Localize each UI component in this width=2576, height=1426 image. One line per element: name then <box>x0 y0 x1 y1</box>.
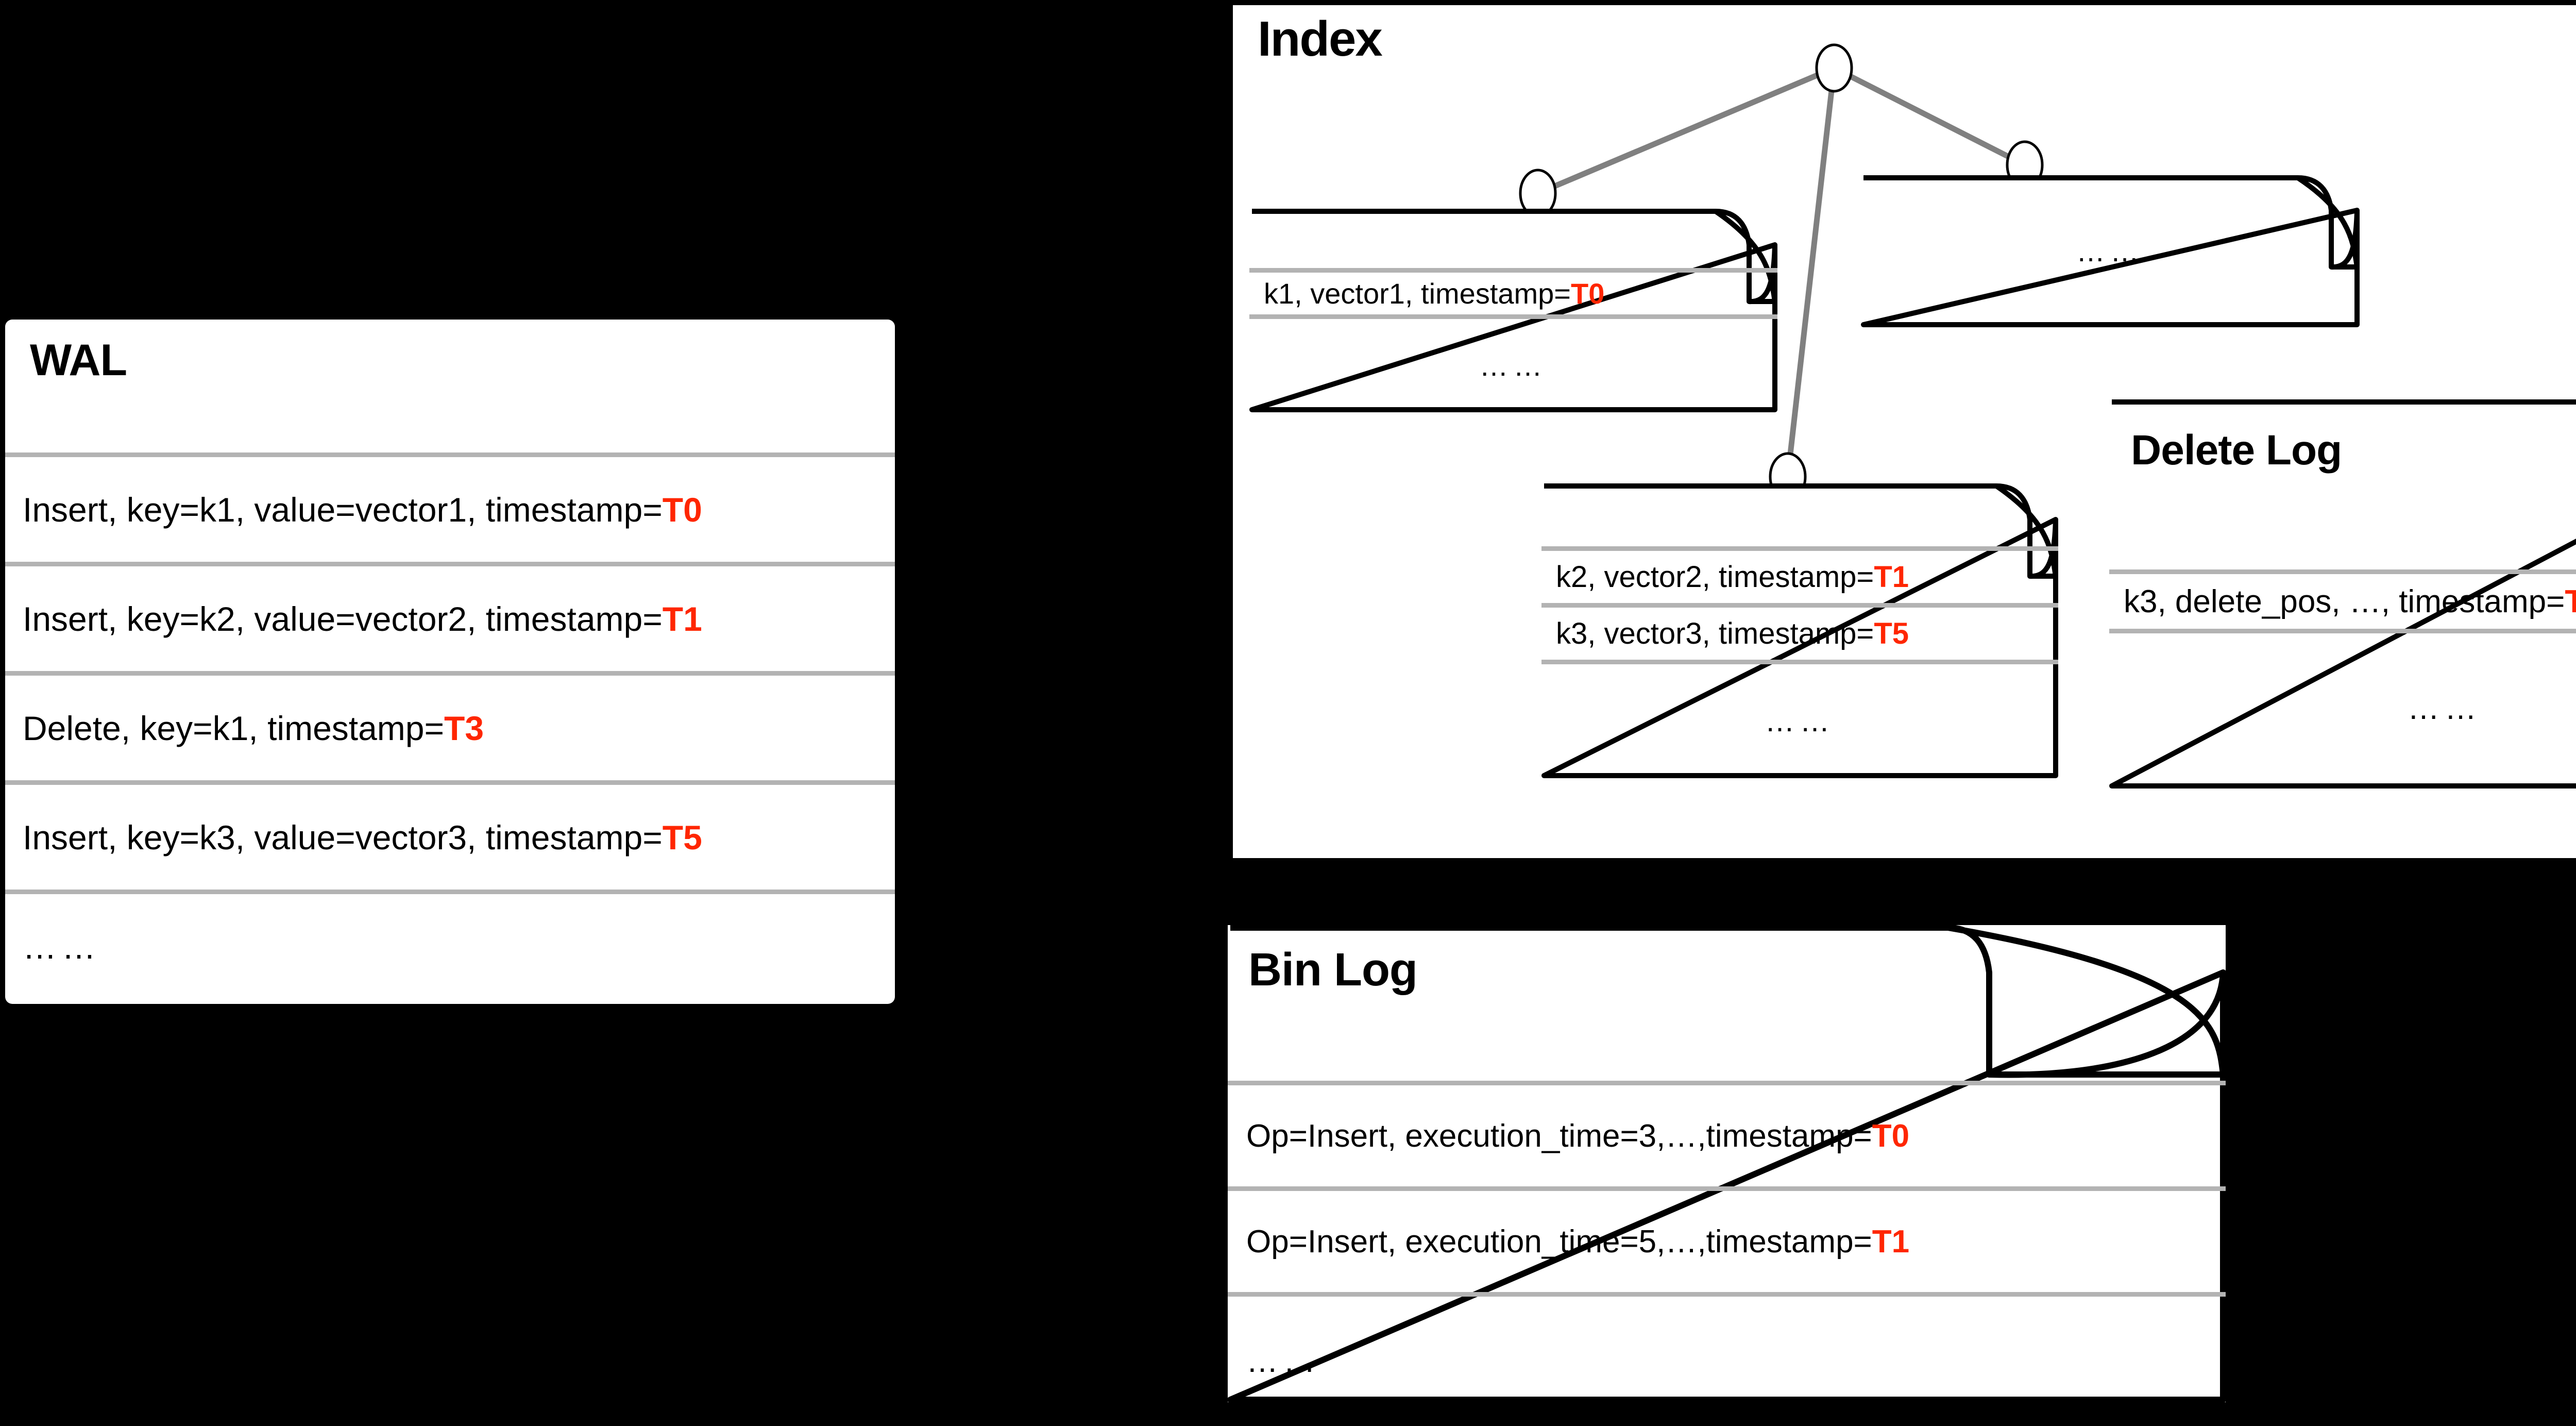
delete-log-rows: k3, delete_pos, …, timestamp=T3 …… <box>2109 569 2576 783</box>
tree-edge-left <box>1536 65 1836 196</box>
index-node-k1: k1, vector1, timestamp=T0 …… <box>1249 209 1777 412</box>
index-node-k1-rows: k1, vector1, timestamp=T0 …… <box>1249 268 1777 412</box>
wal-row-timestamp: T5 <box>662 818 702 857</box>
wal-title: WAL <box>30 335 127 385</box>
wal-row-timestamp: T3 <box>444 709 484 747</box>
wal-row-text: Delete, key=k1, timestamp= <box>23 709 445 747</box>
row-timestamp: T1 <box>1874 560 1909 594</box>
index-title: Index <box>1258 11 1383 66</box>
wal-row-text: Insert, key=k1, value=vector1, timestamp… <box>23 490 663 529</box>
index-node-right: …… <box>1861 175 2360 327</box>
wal-row-text: Insert, key=k3, value=vector3, timestamp… <box>23 818 663 857</box>
wal-panel: WAL Insert, key=k1, value=vector1, times… <box>5 320 895 1004</box>
wal-row-timestamp: T0 <box>662 490 702 529</box>
wal-row-text: Insert, key=k2, value=vector2, timestamp… <box>23 599 663 638</box>
tree-edge-right <box>1833 65 2026 167</box>
row-timestamp: T3 <box>2565 583 2576 619</box>
row-text: Op=Insert, execution_time=5,…,timestamp= <box>1246 1223 1872 1260</box>
index-node-k1-row: k1, vector1, timestamp=T0 <box>1249 268 1777 314</box>
wal-row: Insert, key=k2, value=vector2, timestamp… <box>5 562 895 671</box>
bin-log-title: Bin Log <box>1248 944 1418 996</box>
delete-log-row: k3, delete_pos, …, timestamp=T3 <box>2109 569 2576 629</box>
wal-row: Delete, key=k1, timestamp=T3 <box>5 671 895 780</box>
row-timestamp: T0 <box>1571 277 1605 310</box>
wal-row-text: …… <box>23 927 101 966</box>
wal-row-ellipsis: …… <box>5 890 895 999</box>
row-timestamp: T1 <box>1872 1223 1910 1260</box>
bin-log-row: Op=Insert, execution_time=3,…,timestamp=… <box>1228 1081 2226 1186</box>
index-node-k1-row-ellipsis: …… <box>1249 314 1777 412</box>
bin-log-panel: Bin Log Op=Insert, execution_time=3,…,ti… <box>1227 925 2226 1403</box>
index-node-row: k2, vector2, timestamp=T1 <box>1541 546 2058 603</box>
wal-row-list: Insert, key=k1, value=vector1, timestamp… <box>5 452 895 999</box>
row-text: k1, vector1, timestamp= <box>1264 277 1571 310</box>
wal-row: Insert, key=k1, value=vector1, timestamp… <box>5 452 895 562</box>
index-node-row-ellipsis: …… <box>1541 660 2058 778</box>
delete-log-title: Delete Log <box>2131 427 2342 474</box>
row-text: …… <box>1765 704 1835 738</box>
bin-log-row: Op=Insert, execution_time=5,…,timestamp=… <box>1228 1186 2226 1292</box>
row-text: k3, vector3, timestamp= <box>1556 617 1874 650</box>
index-panel: Index k1, vector1, timestamp=T0 …… <box>1233 5 2576 858</box>
row-text: k3, delete_pos, …, timestamp= <box>2124 583 2565 619</box>
row-text: …… <box>1479 349 1548 382</box>
row-timestamp: T5 <box>1874 617 1909 650</box>
bin-log-row-ellipsis: …… <box>1228 1292 2226 1426</box>
folded-page-outline <box>1541 483 2058 778</box>
tree-edge-middle <box>1785 68 1837 477</box>
delete-log-panel: Delete Log k3, delete_pos, …, timestamp=… <box>2109 399 2576 789</box>
row-text: …… <box>1246 1344 1320 1379</box>
folded-page-outline <box>1861 175 2360 327</box>
row-timestamp: T0 <box>1872 1118 1910 1154</box>
folded-page-outline <box>1227 925 2226 1403</box>
tree-node-root <box>1815 43 1853 93</box>
folded-page-outline <box>2109 399 2576 789</box>
index-node-row: k3, vector3, timestamp=T5 <box>1541 603 2058 660</box>
row-text: Op=Insert, execution_time=3,…,timestamp= <box>1246 1118 1872 1154</box>
index-node-k2-k3-rows: k2, vector2, timestamp=T1 k3, vector3, t… <box>1541 546 2058 778</box>
index-node-k2-k3: k2, vector2, timestamp=T1 k3, vector3, t… <box>1541 483 2058 778</box>
folded-page-outline <box>1249 209 1777 412</box>
bin-log-rows: Op=Insert, execution_time=3,…,timestamp=… <box>1228 1081 2226 1426</box>
wal-row-timestamp: T1 <box>662 599 702 638</box>
row-text: k2, vector2, timestamp= <box>1556 560 1874 594</box>
row-text: …… <box>2408 691 2482 726</box>
delete-log-row-ellipsis: …… <box>2109 629 2576 783</box>
wal-row: Insert, key=k3, value=vector3, timestamp… <box>5 780 895 890</box>
index-node-right-label: …… <box>2076 235 2144 267</box>
